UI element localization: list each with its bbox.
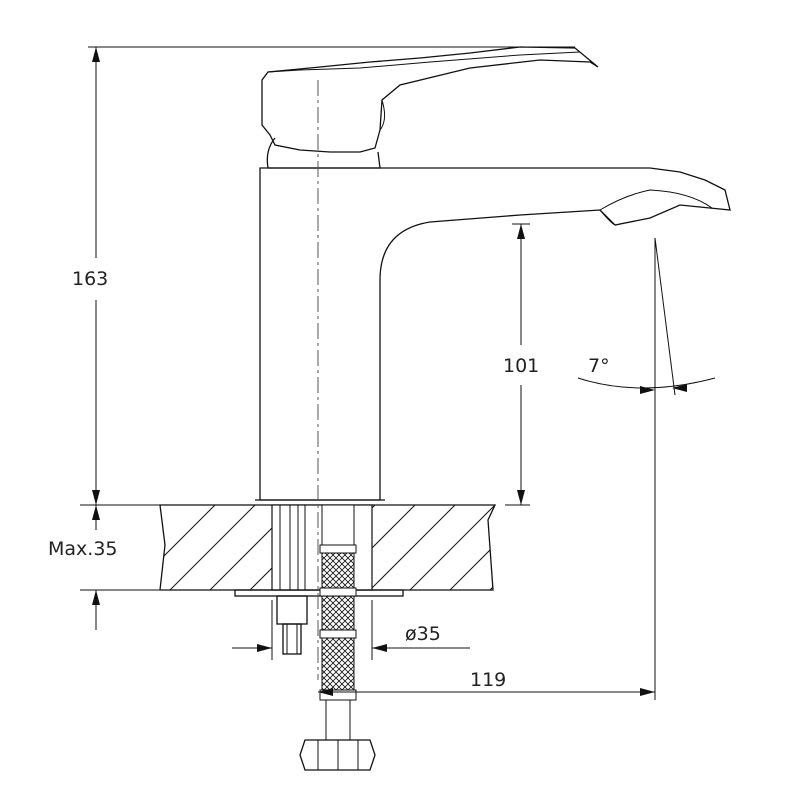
dimension-spout-height: 101 — [503, 223, 539, 506]
lever-handle — [261, 46, 599, 153]
dimension-max-thickness: Max.35 — [48, 505, 160, 630]
dim-label-spout-angle: 7° — [588, 355, 610, 377]
dimension-hole-diameter: ø35 — [232, 600, 470, 660]
flex-hose — [299, 504, 376, 771]
spout — [259, 167, 731, 501]
dimension-spout-angle: 7° — [577, 237, 716, 396]
countertop-section — [159, 504, 497, 597]
dim-label-hole-diameter: ø35 — [405, 623, 441, 645]
dimension-spout-reach: 119 — [318, 238, 656, 700]
dim-label-total-height: 163 — [72, 268, 108, 290]
dim-label-max-thickness: Max.35 — [48, 538, 118, 560]
mounting-stud — [276, 595, 308, 655]
dimension-total-height: 163 — [72, 46, 575, 506]
dim-label-spout-height: 101 — [503, 355, 539, 377]
dim-label-spout-reach: 119 — [470, 669, 506, 691]
faucet-body — [255, 46, 731, 501]
